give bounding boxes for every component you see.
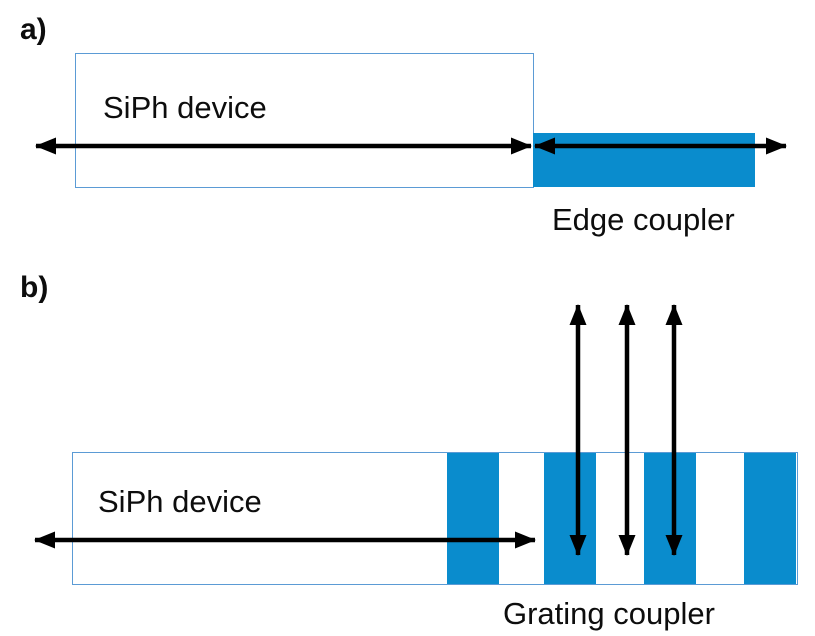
siph-device-label-a: SiPh device bbox=[103, 90, 267, 125]
grating-stripe-4 bbox=[744, 453, 796, 584]
grating-coupler-caption: Grating coupler bbox=[503, 596, 715, 631]
panel-a-label: a) bbox=[20, 13, 47, 46]
grating-stripe-1 bbox=[447, 453, 499, 584]
edge-coupler-box bbox=[533, 133, 755, 187]
grating-stripe-3 bbox=[644, 453, 696, 584]
siph-device-label-b: SiPh device bbox=[98, 484, 262, 519]
edge-coupler-caption: Edge coupler bbox=[552, 202, 735, 237]
siph-device-box-a bbox=[75, 53, 534, 188]
panel-b-label: b) bbox=[20, 271, 49, 304]
grating-stripe-2 bbox=[544, 453, 596, 584]
